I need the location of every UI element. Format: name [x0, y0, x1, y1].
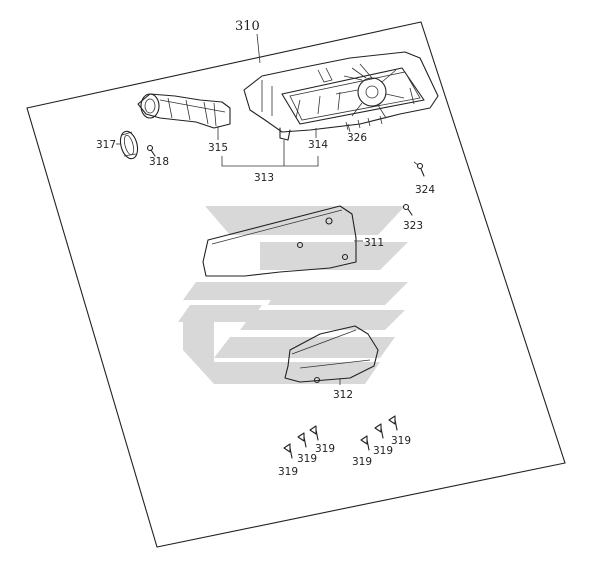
- clamp-part: [119, 130, 139, 160]
- upper-cover-part: [202, 205, 357, 277]
- seal-leader: [347, 123, 351, 133]
- part-label-lower-cover: 312: [333, 389, 353, 401]
- fastener-319-c: [309, 425, 319, 441]
- fastener-319-b: [297, 432, 307, 448]
- fastener-319-d: [360, 435, 370, 451]
- fastener-319-f: [388, 415, 398, 431]
- part-label-seal: 326: [347, 132, 367, 144]
- part-label-clamp: 317: [96, 139, 116, 151]
- part-label-case: 314: [308, 139, 328, 151]
- part-label-duct: 315: [208, 142, 228, 154]
- intake-duct-part: [137, 93, 231, 129]
- fastener-319-a: [283, 443, 293, 459]
- fastener-319-e: [374, 423, 384, 439]
- assembly-leader: [256, 33, 261, 64]
- part-label-upper-cover: 311: [364, 237, 384, 249]
- part-label-bolt-323: 323: [403, 220, 423, 232]
- part-label-fastener-c: 319: [315, 443, 335, 455]
- diagram-frame: [26, 21, 566, 548]
- assembly-label: 310: [235, 19, 260, 34]
- assembly-bracket: [221, 140, 319, 167]
- bolt-324-part: [413, 161, 425, 177]
- part-label-case-assembly: 313: [254, 172, 274, 184]
- part-label-fastener-b: 319: [297, 453, 317, 465]
- part-label-fastener-e: 319: [373, 445, 393, 457]
- part-label-fastener-a: 319: [278, 466, 298, 478]
- watermark-logo: [178, 206, 408, 384]
- bolt-323-part: [402, 203, 413, 216]
- clamp-screw-part: [146, 144, 156, 157]
- part-label-fastener-f: 319: [391, 435, 411, 447]
- part-label-clamp-screw: 318: [149, 156, 169, 168]
- part-label-bolt-324: 324: [415, 184, 435, 196]
- air-cleaner-case-part: [243, 51, 439, 141]
- part-label-fastener-d: 319: [352, 456, 372, 468]
- lower-cover-part: [284, 325, 379, 384]
